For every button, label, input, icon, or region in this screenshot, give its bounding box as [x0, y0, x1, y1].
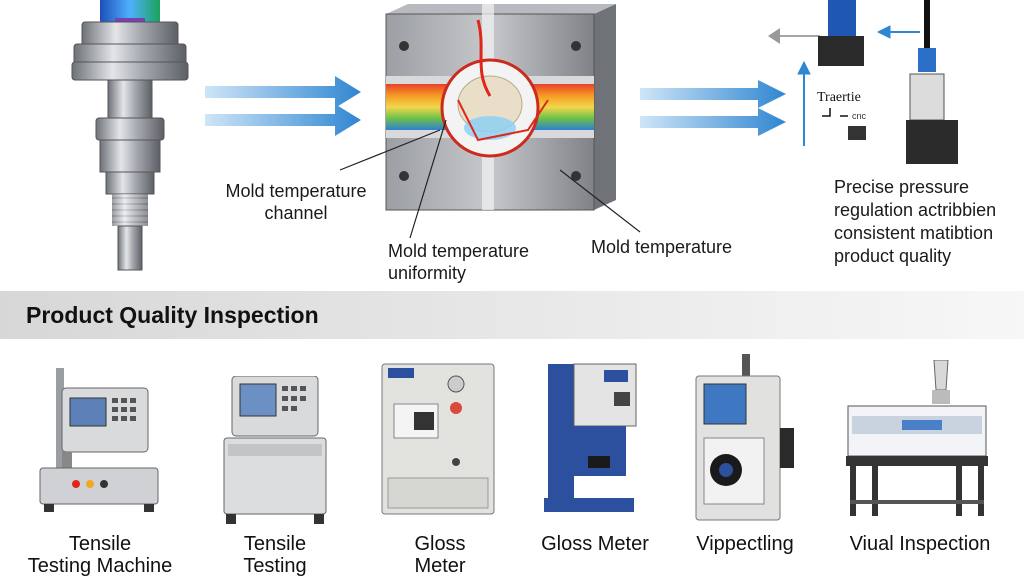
- caption-gloss-meter-cabinet: Gloss Meter: [370, 533, 510, 577]
- section-banner: [0, 291, 1024, 339]
- caption-vippecting: Vippectling: [675, 533, 815, 555]
- caption-line: Gloss Meter: [541, 533, 649, 555]
- mold-cross-section-illustration: [378, 0, 623, 215]
- mold-uniformity-label-line2: uniformity: [388, 263, 467, 283]
- mold-uniformity-label-line1: Mold temperature: [388, 241, 530, 261]
- vippecting-illustration: [692, 354, 802, 526]
- caption-gloss-meter: Gloss Meter: [525, 533, 665, 555]
- caption-tensile-testing: Tensile Testing: [205, 533, 345, 577]
- caption-line: Tensile: [243, 533, 307, 555]
- tensile-testing-illustration: [220, 376, 330, 526]
- pressure-text-line3: consistent matibtion: [834, 223, 994, 243]
- injection-nozzle-illustration: [60, 0, 200, 275]
- pressure-regulation-text: Precise pressure regulation actribbien c…: [834, 176, 996, 268]
- flow-arrows-left: [205, 76, 365, 140]
- caption-line: Viual Inspection: [849, 533, 991, 555]
- caption-line: Gloss: [414, 533, 466, 555]
- caption-line: Meter: [414, 555, 466, 577]
- gloss-meter-cabinet-illustration: [380, 362, 498, 524]
- caption-line: Testing Machine: [27, 555, 173, 577]
- caption-line: Testing: [243, 555, 307, 577]
- sensor-label-line1: Traertie: [817, 90, 861, 105]
- label-leader-lines: [0, 0, 760, 260]
- gloss-meter-illustration: [544, 362, 644, 514]
- pressure-sensor-apparatus: [760, 0, 970, 170]
- mold-temperature-channel-label: Mold temperature channel: [216, 180, 376, 224]
- pressure-text-line4: product quality: [834, 246, 952, 266]
- caption-line: Vippectling: [696, 533, 794, 555]
- caption-visual-inspection: Viual Inspection: [840, 533, 1000, 555]
- sensor-label: Traertie: [817, 90, 861, 106]
- section-title: Product Quality Inspection: [26, 302, 319, 328]
- mold-temperature-uniformity-label: Mold temperature uniformity: [388, 240, 529, 284]
- mold-channel-label-line1: Mold temperature: [225, 181, 367, 201]
- pressure-text-line1: Precise pressure: [834, 177, 970, 197]
- visual-inspection-illustration: [842, 360, 992, 520]
- caption-line: Tensile: [68, 533, 132, 555]
- mold-channel-label-line2: channel: [264, 203, 328, 223]
- tensile-testing-machine-illustration: [36, 368, 164, 514]
- sensor-sublabel: cnc: [852, 111, 867, 121]
- flow-arrows-right: [640, 80, 790, 142]
- caption-tensile-testing-machine: Tensile Testing Machine: [20, 533, 180, 577]
- mold-temperature-label: Mold temperature: [591, 237, 733, 257]
- pressure-text-line2: regulation actribbien: [834, 200, 997, 220]
